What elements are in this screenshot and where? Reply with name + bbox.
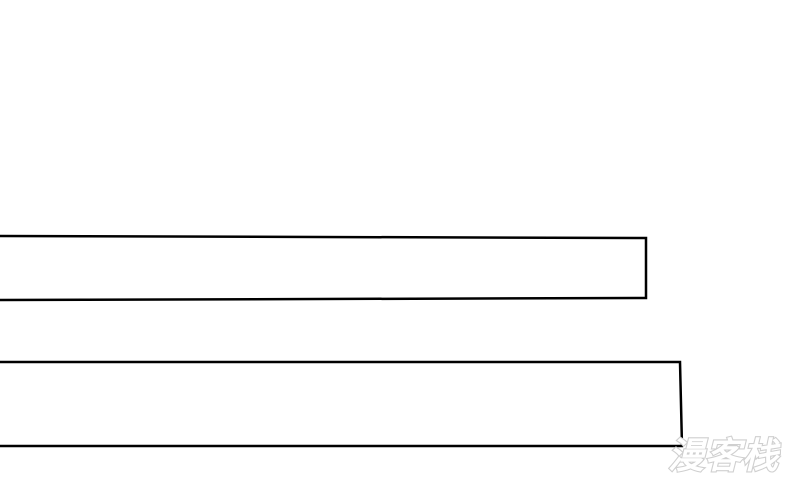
comic-panel-lower (0, 360, 684, 448)
watermark-text: 漫客栈 (668, 436, 781, 477)
watermark-logo: 漫客栈 (664, 430, 794, 478)
comic-panel-upper (0, 234, 648, 302)
